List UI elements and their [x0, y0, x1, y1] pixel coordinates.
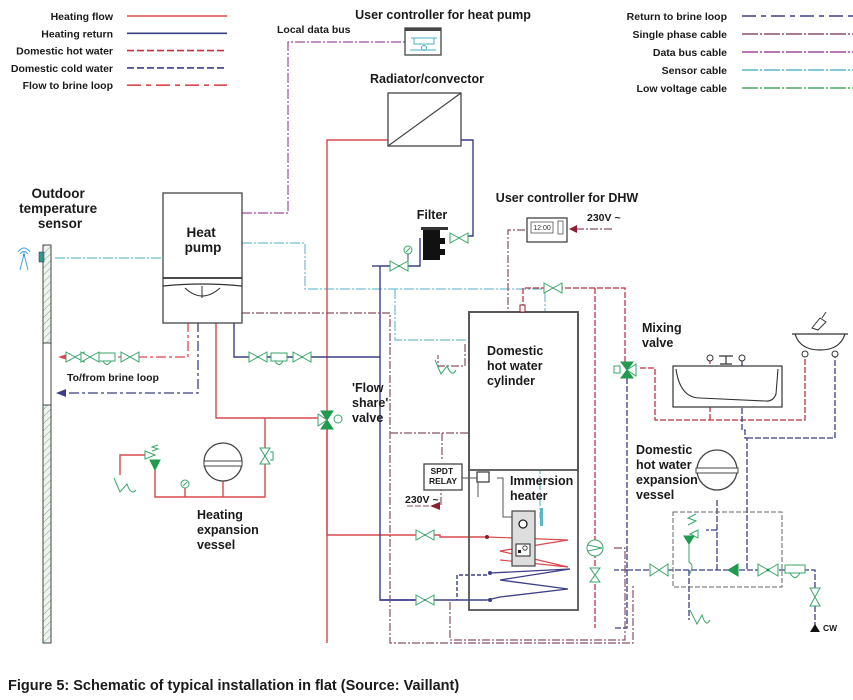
flow-share-valve-label: 'Flow share' valve — [352, 381, 392, 425]
heating-coil-upper — [486, 536, 569, 568]
pressure-gauge-icon — [403, 245, 413, 266]
basin-icon — [792, 311, 848, 358]
immersion-heater-label: Immersion heater — [510, 474, 577, 503]
strainer-icons — [98, 352, 288, 365]
outdoor-sensor-icon — [17, 247, 45, 271]
filter-icon — [421, 227, 448, 260]
local-data-bus-label: Local data bus — [277, 24, 351, 36]
legend-label: Domestic cold water — [11, 63, 113, 75]
cold-water-label: CW — [823, 623, 838, 633]
relay-label: SPDT RELAY — [429, 466, 457, 486]
power-arrow-icon — [569, 225, 577, 233]
safety-group-valves — [649, 513, 821, 626]
isolation-valve-icon — [415, 594, 435, 606]
heat-pump-label: Heat pump — [185, 225, 222, 255]
flow-share-valve-icon — [317, 410, 343, 430]
cold-water-inlet-icon — [810, 624, 820, 632]
data-bus-cable — [242, 41, 405, 214]
spdt-relay — [423, 463, 490, 491]
isolation-valve-expansion-icon — [259, 447, 274, 465]
isolation-valve-icon — [543, 282, 563, 294]
dhw-circulation-pump-icon — [586, 539, 604, 583]
heating-expansion-vessel-icon — [203, 442, 243, 482]
heat-pump-controller — [404, 27, 442, 56]
legend-label: Sensor cable — [662, 65, 728, 77]
pressure-gauge-heating-icon — [180, 479, 190, 489]
legend-label: Data bus cable — [653, 47, 727, 59]
radiator-icon — [387, 92, 462, 147]
bath-icon — [672, 354, 783, 408]
cylinder-sensor-icon — [540, 508, 543, 526]
mixing-valve-label: Mixing valve — [642, 321, 685, 350]
drain-icon-heating — [113, 477, 137, 493]
legend-label: Low voltage cable — [637, 83, 728, 95]
heat-pump-controller-label: User controller for heat pump — [355, 8, 531, 22]
heating-return-radiator — [461, 139, 474, 237]
brine-loop-label: To/from brine loop — [67, 372, 159, 384]
legend-label: Heating flow — [51, 11, 114, 23]
dcw-pipe — [614, 378, 628, 629]
supply-230v-relay: 230V ~ — [405, 494, 439, 506]
mixing-valve-icon — [613, 361, 637, 379]
brine-return-arrow-icon — [56, 389, 66, 397]
isolation-valve-icon — [292, 351, 312, 363]
isolation-valve-icon — [415, 529, 435, 541]
safety-group-box — [672, 511, 783, 588]
legend-label: Domestic hot water — [16, 46, 113, 58]
isolation-valve-icon — [248, 351, 268, 363]
legend-label: Flow to brine loop — [23, 80, 113, 92]
svg-text:12:00: 12:00 — [533, 225, 551, 232]
isolation-valve-icon — [449, 232, 469, 244]
radiator-label: Radiator/convector — [370, 72, 484, 86]
outdoor-wall — [42, 244, 52, 644]
sensor-cable-cylinder — [242, 242, 546, 330]
heat-pump-unit — [162, 192, 243, 324]
drain-icon-cylinder — [434, 359, 457, 375]
heating-expansion-vessel-label: Heating expansion vessel — [197, 508, 262, 552]
legend-label: Return to brine loop — [627, 11, 727, 23]
legend-label: Heating return — [41, 28, 113, 40]
supply-230v-top: 230V ~ — [587, 212, 621, 224]
dhw-controller-label: User controller for DHW — [496, 191, 639, 205]
single-phase-cable-hp — [242, 312, 391, 455]
legend-label: Single phase cable — [632, 29, 727, 41]
isolation-valve-icon — [80, 351, 100, 363]
brine-loop-flow — [78, 322, 189, 358]
dhw-controller: 12:00 — [526, 217, 568, 243]
isolation-valve-icon — [120, 351, 140, 363]
immersion-heater-icon — [511, 510, 536, 567]
outdoor-sensor-label: Outdoor temperature sensor — [19, 186, 101, 231]
dhw-expansion-vessel-label: Domestic hot water expansion vessel — [636, 443, 701, 502]
dhw-cylinder-label: Domestic hot water cylinder — [487, 344, 547, 388]
pressure-relief-valve-heating-icon — [144, 444, 161, 472]
brine-loop-return — [60, 322, 199, 394]
relay-power-arrow-icon — [430, 502, 440, 510]
figure-caption: Figure 5: Schematic of typical installat… — [8, 678, 459, 694]
dhw-cylinder — [468, 304, 579, 611]
heating-coil-lower — [486, 568, 571, 601]
isolation-valves — [65, 232, 563, 606]
dhw-expansion-vessel-icon — [695, 449, 739, 491]
isolation-valve-icon — [389, 260, 409, 272]
filter-label: Filter — [417, 208, 448, 222]
